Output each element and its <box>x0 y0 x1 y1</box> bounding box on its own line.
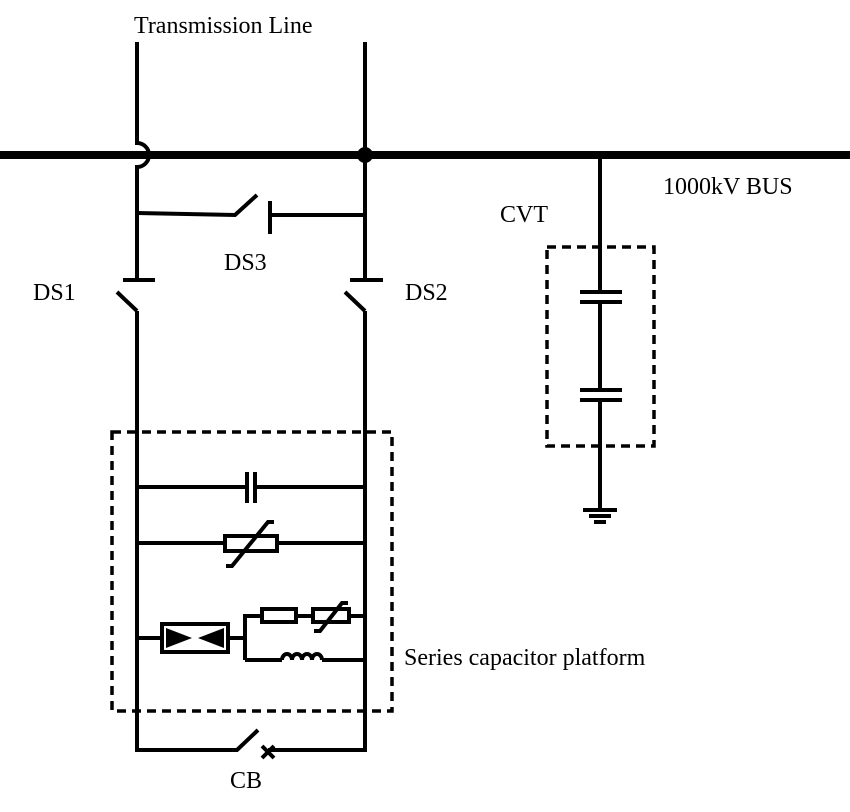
circuit-breaker <box>137 728 365 760</box>
cvt <box>545 152 656 510</box>
left-line-hop <box>135 42 151 280</box>
ds1-switch <box>115 278 155 752</box>
label-cb: CB <box>230 768 262 794</box>
platform-box <box>110 430 394 713</box>
mov-varistor <box>137 520 365 568</box>
label-ds3: DS3 <box>224 250 267 276</box>
spark-gap-branch <box>137 601 365 662</box>
junction-dot <box>357 147 373 163</box>
label-platform: Series capacitor platform <box>404 645 646 671</box>
label-ds1: DS1 <box>33 280 76 306</box>
ground-icon <box>583 508 617 524</box>
ds3-switch <box>136 193 365 234</box>
ds2-switch <box>343 278 383 752</box>
label-cvt: CVT <box>500 202 548 228</box>
label-ds2: DS2 <box>405 280 448 306</box>
series-capacitor <box>137 472 365 503</box>
label-bus: 1000kV BUS <box>663 174 793 200</box>
label-transmission-line: Transmission Line <box>134 13 312 39</box>
